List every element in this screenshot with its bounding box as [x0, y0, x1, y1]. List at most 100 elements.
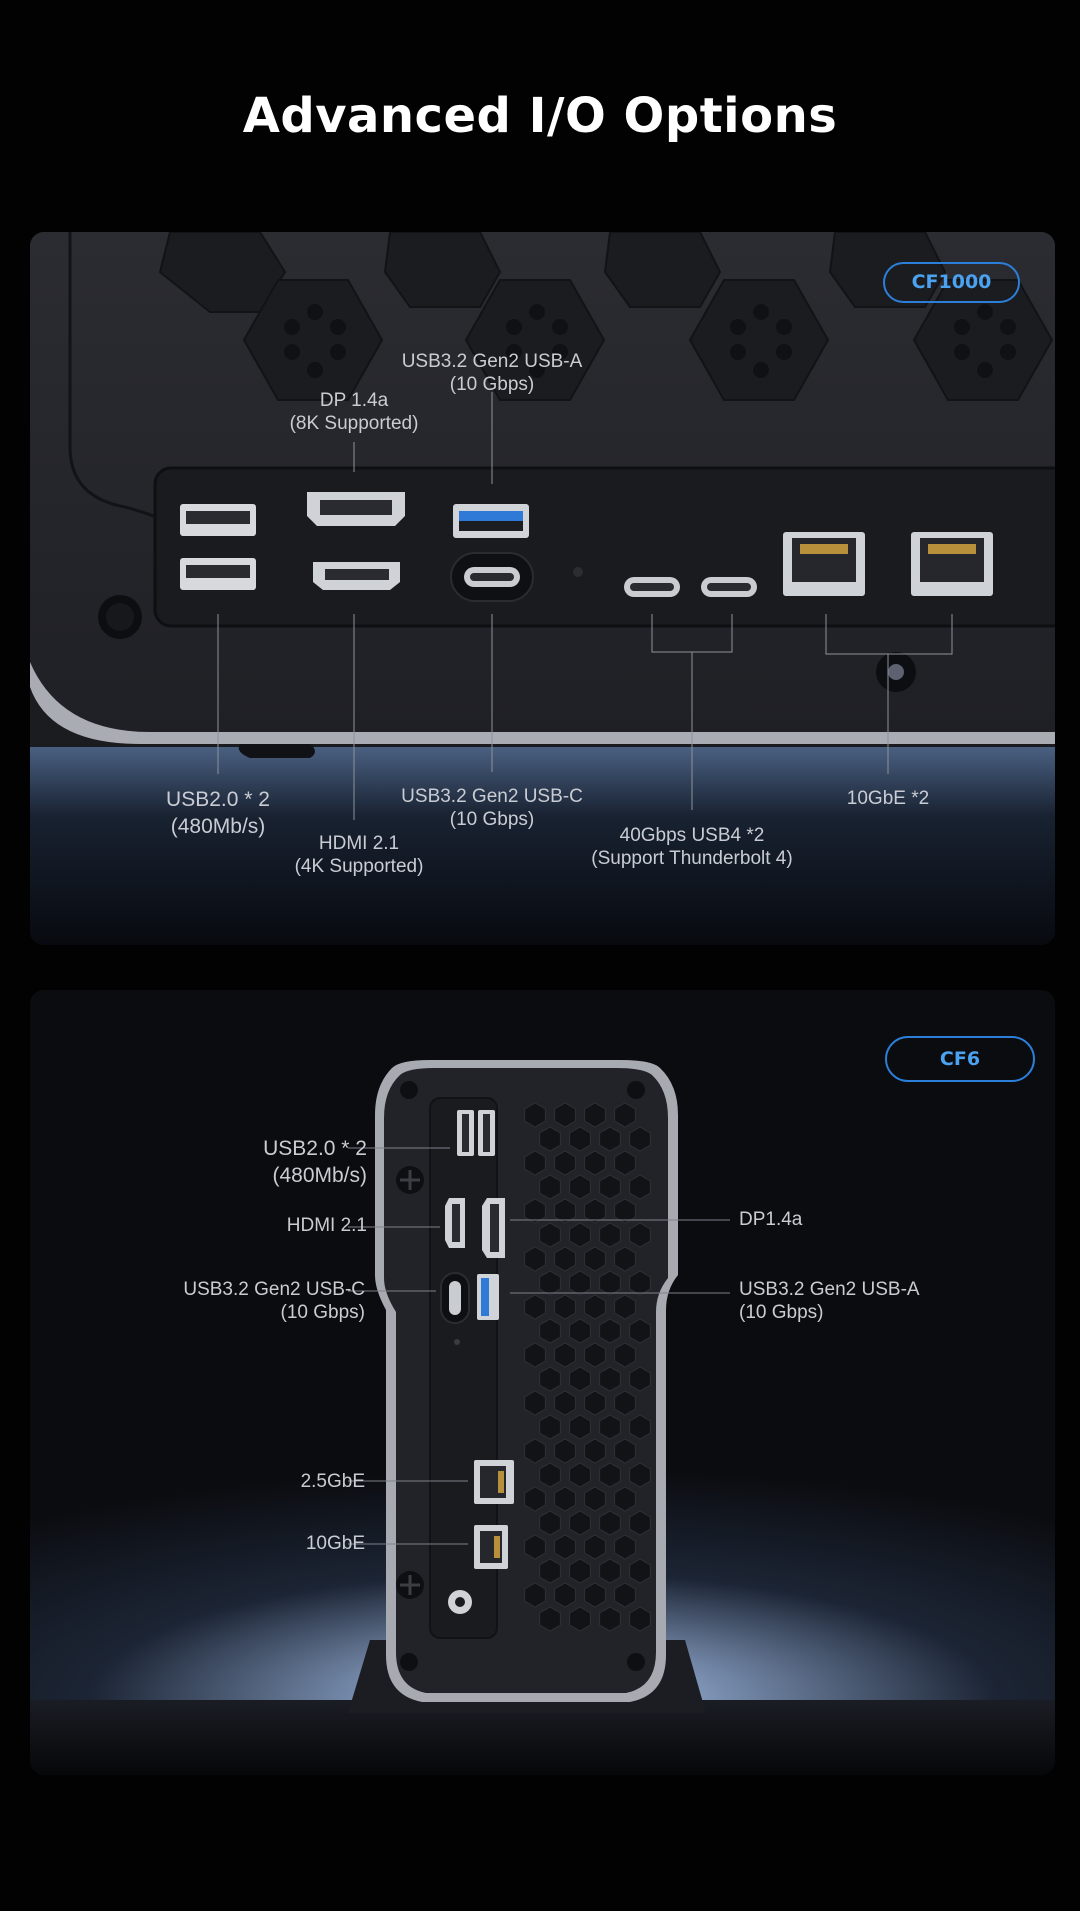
- vent-hole: [569, 1462, 591, 1488]
- vent-hole: [599, 1366, 621, 1392]
- vent-hole: [614, 1390, 636, 1416]
- vent-hole: [539, 1174, 561, 1200]
- vent-hole: [599, 1414, 621, 1440]
- vent-hole: [614, 1102, 636, 1128]
- cf1000-dp-label: DP 1.4a(8K Supported): [289, 390, 419, 434]
- vent-hole: [614, 1198, 636, 1224]
- vent-hole: [554, 1150, 576, 1176]
- vent-hole: [539, 1126, 561, 1152]
- vent-hole: [569, 1174, 591, 1200]
- vent-hole: [554, 1438, 576, 1464]
- vent-hole: [584, 1102, 606, 1128]
- vent-hole: [539, 1366, 561, 1392]
- vent-hole: [539, 1270, 561, 1296]
- vent-hole: [569, 1126, 591, 1152]
- vent-hole: [629, 1558, 651, 1584]
- lan-ports: [783, 532, 993, 596]
- vent-hole: [629, 1222, 651, 1248]
- vent-hole: [524, 1390, 546, 1416]
- cf1000-badge: CF1000: [883, 262, 1020, 303]
- vent-hole: [614, 1582, 636, 1608]
- vent-hole: [584, 1438, 606, 1464]
- vent-hole: [539, 1222, 561, 1248]
- cf6-usb-a-label: USB3.2 Gen2 USB-A(10 Gbps): [739, 1279, 920, 1323]
- vent-hole: [629, 1414, 651, 1440]
- vent-hole: [614, 1342, 636, 1368]
- vent-hole: [584, 1150, 606, 1176]
- vent-hole: [569, 1366, 591, 1392]
- vent-hole: [599, 1174, 621, 1200]
- cf6-badge: CF6: [885, 1036, 1035, 1082]
- vent-hole: [629, 1270, 651, 1296]
- vent-hole: [554, 1582, 576, 1608]
- vent-hole: [569, 1270, 591, 1296]
- vent-hole: [524, 1486, 546, 1512]
- vent-hole: [599, 1270, 621, 1296]
- vent-hole: [539, 1558, 561, 1584]
- vent-hole: [539, 1414, 561, 1440]
- vent-hole: [599, 1222, 621, 1248]
- vent-hole: [569, 1606, 591, 1632]
- vent-hole: [524, 1294, 546, 1320]
- vent-hole: [614, 1486, 636, 1512]
- vent-hole: [614, 1294, 636, 1320]
- usb4-ports: [624, 577, 757, 597]
- vent-hole: [569, 1558, 591, 1584]
- vent-hole: [554, 1486, 576, 1512]
- vent-hole: [524, 1198, 546, 1224]
- vent-hole: [584, 1342, 606, 1368]
- vent-hole: [524, 1438, 546, 1464]
- vent-hole: [569, 1318, 591, 1344]
- cf1000-hdmi-label: HDMI 2.1(4K Supported): [294, 833, 424, 877]
- vent-hole: [554, 1246, 576, 1272]
- vent-hole: [524, 1150, 546, 1176]
- cf6-hdmi-label: HDMI 2.1: [286, 1215, 367, 1236]
- vent-hole: [614, 1246, 636, 1272]
- vent-hole: [614, 1150, 636, 1176]
- vent-hole: [524, 1582, 546, 1608]
- vent-hole: [569, 1510, 591, 1536]
- page-title: Advanced I/O Options: [242, 88, 838, 144]
- vent-hole: [599, 1510, 621, 1536]
- vent-hole: [539, 1606, 561, 1632]
- cf1000-usb4-label: 40Gbps USB4 *2(Support Thunderbolt 4): [591, 825, 793, 869]
- vent-hole: [599, 1558, 621, 1584]
- vent-hole: [599, 1318, 621, 1344]
- usb2-port: [180, 504, 256, 590]
- cf6-usb2-label: USB2.0 * 2(480Mb/s): [263, 1137, 367, 1187]
- vent-hole: [524, 1102, 546, 1128]
- cf1000-lan-label: 10GbE *2: [846, 788, 930, 809]
- vent-hole: [599, 1606, 621, 1632]
- cf6-dp-label: DP1.4a: [739, 1209, 803, 1230]
- cf1000-panel: CF1000 USB3.2 Gen2 USB-A(10 Gbps) DP 1.4…: [30, 232, 1055, 945]
- vent-hole: [584, 1582, 606, 1608]
- cf1000-usb2-label: USB2.0 * 2(480Mb/s): [166, 788, 270, 838]
- vent-hole: [554, 1390, 576, 1416]
- vent-hole: [599, 1126, 621, 1152]
- cf1000-usb-a-label: USB3.2 Gen2 USB-A(10 Gbps): [401, 351, 583, 395]
- cf6-panel: CF6 USB2.0 * 2(480Mb/s) HDMI 2.1 USB3.2 …: [30, 990, 1055, 1775]
- vent-hole: [584, 1198, 606, 1224]
- cf6-lan25-label: 2.5GbE: [300, 1471, 365, 1492]
- vent-hole: [554, 1102, 576, 1128]
- vent-hole: [584, 1534, 606, 1560]
- vent-hole: [524, 1342, 546, 1368]
- vent-hole: [629, 1366, 651, 1392]
- vent-hole: [524, 1534, 546, 1560]
- cf1000-device-illustration: [30, 232, 1055, 945]
- cf1000-usb-c-label: USB3.2 Gen2 USB-C(10 Gbps): [401, 786, 583, 830]
- vent-hole: [614, 1438, 636, 1464]
- vent-hole: [629, 1510, 651, 1536]
- vent-hole: [524, 1246, 546, 1272]
- vent-hole: [584, 1294, 606, 1320]
- cf6-lan10-label: 10GbE: [305, 1533, 365, 1554]
- vent-hole: [584, 1486, 606, 1512]
- vent-hole: [629, 1462, 651, 1488]
- vent-hole: [539, 1318, 561, 1344]
- vent-hole: [539, 1510, 561, 1536]
- cf6-device-illustration: [30, 990, 1055, 1775]
- vent-hole: [554, 1294, 576, 1320]
- vent-hole: [554, 1534, 576, 1560]
- vent-hole: [629, 1318, 651, 1344]
- vent-hole: [554, 1342, 576, 1368]
